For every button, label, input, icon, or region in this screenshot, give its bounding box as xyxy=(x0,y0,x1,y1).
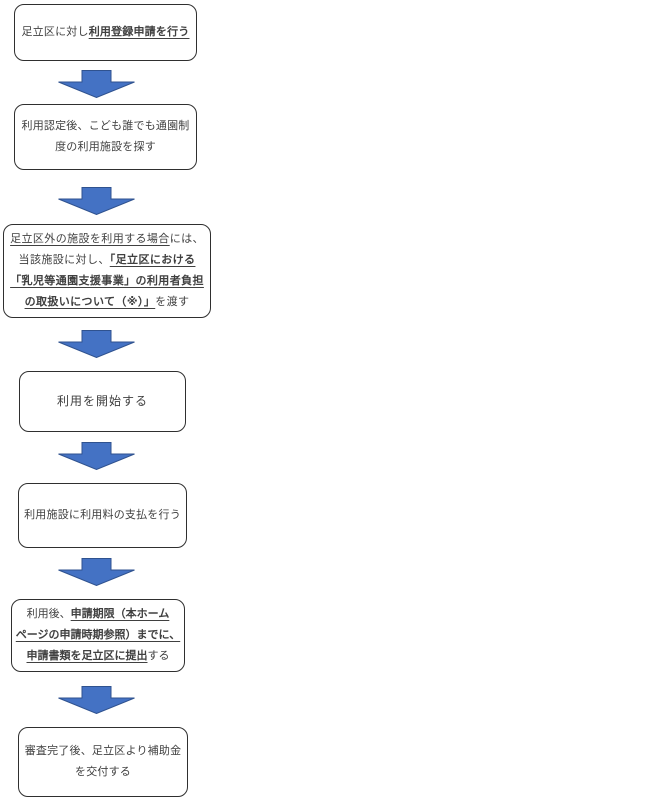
down-arrow-icon xyxy=(58,330,135,358)
text-run: には、 xyxy=(169,233,204,245)
text-run: 審査完了後、足立区より補助金 xyxy=(24,745,182,757)
step-text-line: 「乳児等通園支援事業」の利用者負担 xyxy=(10,271,204,292)
text-run: を渡す xyxy=(155,296,190,308)
text-run-emphasis: の取扱いについて（※）」 xyxy=(24,296,156,308)
text-run: 利用認定後、こども誰でも通園制 xyxy=(21,120,190,132)
step-text-line: 利用後、申請期限（本ホーム xyxy=(27,604,170,625)
text-run-emphasis: 「乳児等通園支援事業」の利用者負担 xyxy=(10,275,204,287)
step-text-line: 利用施設に利用料の支払を行う xyxy=(24,505,181,526)
down-arrow-icon xyxy=(58,187,135,215)
down-arrow-icon xyxy=(58,558,135,586)
step-text-line: 足立区に対し利用登録申請を行う xyxy=(21,22,189,43)
text-run: 度の利用施設を探す xyxy=(55,141,156,153)
down-arrow-icon xyxy=(58,442,135,470)
step-text-line: を交付する xyxy=(75,762,131,783)
text-run: 足立区に対し xyxy=(21,26,89,38)
text-run: 利用を開始する xyxy=(56,394,148,408)
flow-step-receive-subsidy: 審査完了後、足立区より補助金 を交付する xyxy=(18,727,188,797)
text-run-emphasis: ページの申請時期参照）までに、 xyxy=(15,629,181,641)
text-run-emphasis: 利用登録申請を行う xyxy=(88,26,190,38)
text-run: 利用後、 xyxy=(26,608,71,620)
flow-step-apply-registration: 足立区に対し利用登録申請を行う xyxy=(14,4,197,61)
step-text-line: 足立区外の施設を利用する場合には、 xyxy=(10,229,204,250)
text-run: 当該施設に対し、 xyxy=(18,254,110,266)
step-text-line: 申請書類を足立区に提出する xyxy=(27,646,170,667)
text-run-emphasis: 「足立区における xyxy=(109,254,196,266)
down-arrow-icon xyxy=(58,70,135,98)
step-text-line: ページの申請時期参照）までに、 xyxy=(16,625,180,646)
step-text-line: 当該施設に対し、「足立区における xyxy=(19,250,196,271)
step-text-line: 度の利用施設を探す xyxy=(55,137,156,158)
flow-step-hand-document: 足立区外の施設を利用する場合には、 当該施設に対し、「足立区における 「乳児等通… xyxy=(3,224,211,318)
flow-step-submit-documents: 利用後、申請期限（本ホーム ページの申請時期参照）までに、 申請書類を足立区に提… xyxy=(11,599,185,672)
flow-step-find-facility: 利用認定後、こども誰でも通園制 度の利用施設を探す xyxy=(14,104,197,170)
flow-step-start-use: 利用を開始する xyxy=(19,371,186,432)
text-run-underline: 足立区外の施設を利用する場合 xyxy=(10,233,170,245)
text-run-emphasis: 申請書類を足立区に提出 xyxy=(26,650,148,662)
step-text-line: の取扱いについて（※）」を渡す xyxy=(25,292,190,313)
step-text-line: 利用を開始する xyxy=(57,391,148,412)
step-text-line: 審査完了後、足立区より補助金 xyxy=(25,741,182,762)
flow-step-pay-fee: 利用施設に利用料の支払を行う xyxy=(18,483,187,548)
down-arrow-icon xyxy=(58,686,135,714)
text-run: 利用施設に利用料の支払を行う xyxy=(24,509,181,521)
text-run: する xyxy=(147,650,170,662)
step-text-line: 利用認定後、こども誰でも通園制 xyxy=(22,116,190,137)
text-run-emphasis: 申請期限（本ホーム xyxy=(70,608,170,620)
text-run: を交付する xyxy=(75,766,131,778)
